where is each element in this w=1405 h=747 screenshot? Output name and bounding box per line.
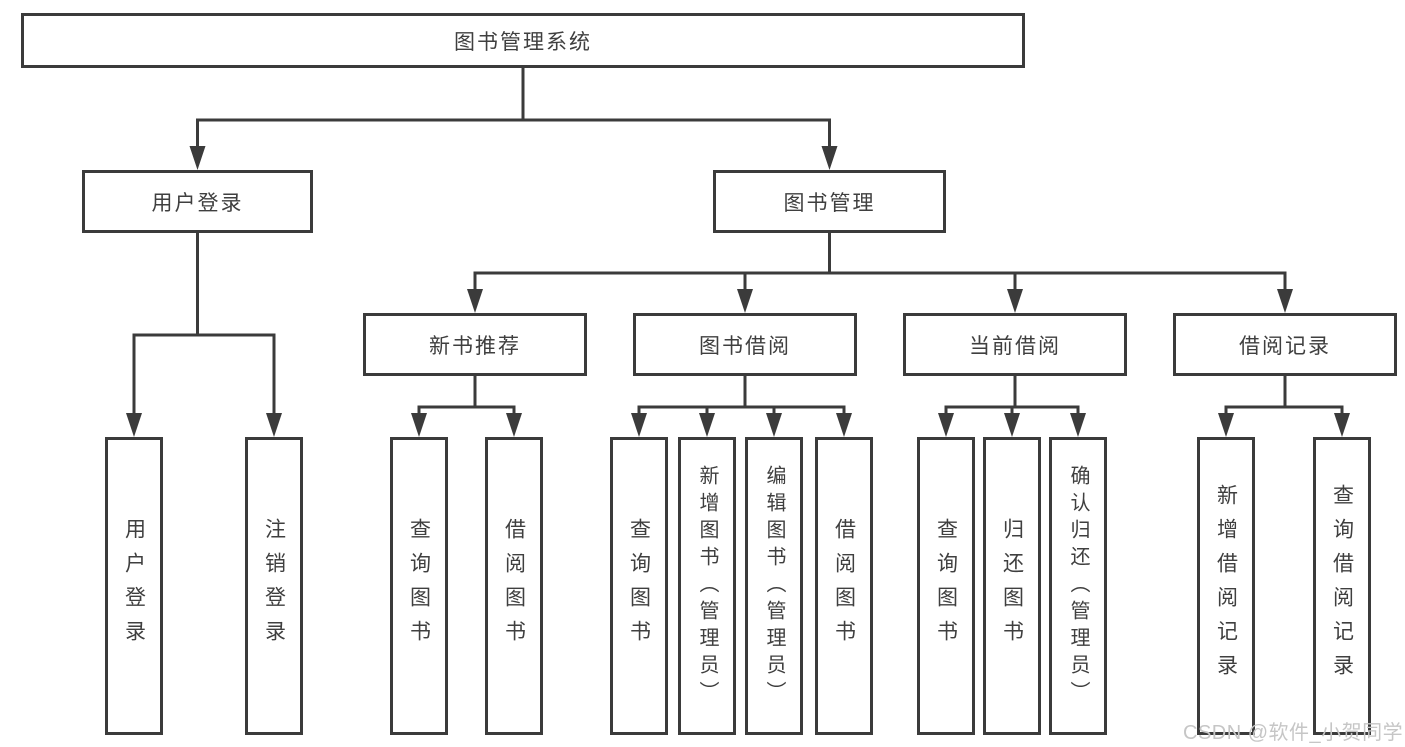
node-label: 归还图书 <box>1000 518 1024 654</box>
node-query-borrow-record: 查询借阅记录 <box>1313 437 1371 735</box>
watermark: CSDN @软件_小贺同学 <box>1183 722 1404 744</box>
node-current-borrowing: 当前借阅 <box>903 313 1127 376</box>
node-label: 借阅图书 <box>502 518 526 654</box>
node-label: 图书管理 <box>783 191 876 215</box>
node-label: 借阅图书 <box>832 518 856 654</box>
node-label: 用户登录 <box>122 518 146 654</box>
node-query-books: 查询图书 <box>610 437 668 735</box>
node-edit-book-admin: 编辑图书（管理员） <box>745 437 803 735</box>
node-confirm-return-admin: 确认归还（管理员） <box>1049 437 1107 735</box>
node-add-book-admin: 新增图书（管理员） <box>678 437 736 735</box>
node-user-login-branch: 用户登录 <box>82 170 313 233</box>
node-logout-action: 注销登录 <box>245 437 303 735</box>
node-query-books: 查询图书 <box>390 437 448 735</box>
node-label: 图书管理系统 <box>454 30 592 54</box>
node-add-borrow-record: 新增借阅记录 <box>1197 437 1255 735</box>
node-label: 当前借阅 <box>969 334 1061 358</box>
node-user-login-action: 用户登录 <box>105 437 163 735</box>
node-label: 新增借阅记录 <box>1214 484 1238 688</box>
node-borrowing-records: 借阅记录 <box>1173 313 1397 376</box>
node-label: 查询借阅记录 <box>1330 484 1354 688</box>
node-label: 查询图书 <box>627 518 651 654</box>
node-borrow-books: 借阅图书 <box>485 437 543 735</box>
node-query-books: 查询图书 <box>917 437 975 735</box>
node-return-books: 归还图书 <box>983 437 1041 735</box>
node-label: 编辑图书（管理员） <box>763 464 785 708</box>
node-label: 新增图书（管理员） <box>696 464 718 708</box>
node-label: 借阅记录 <box>1239 334 1331 358</box>
node-new-book-recommendation: 新书推荐 <box>363 313 587 376</box>
node-label: 查询图书 <box>407 518 431 654</box>
node-book-borrowing: 图书借阅 <box>633 313 857 376</box>
node-label: 新书推荐 <box>429 334 521 358</box>
node-label: 查询图书 <box>934 518 958 654</box>
node-book-management-branch: 图书管理 <box>713 170 946 233</box>
node-library-management-system: 图书管理系统 <box>21 13 1025 68</box>
node-label: 注销登录 <box>262 518 286 654</box>
node-label: 确认归还（管理员） <box>1067 464 1089 708</box>
node-borrow-books: 借阅图书 <box>815 437 873 735</box>
node-label: 图书借阅 <box>699 334 791 358</box>
node-label: 用户登录 <box>151 191 244 215</box>
